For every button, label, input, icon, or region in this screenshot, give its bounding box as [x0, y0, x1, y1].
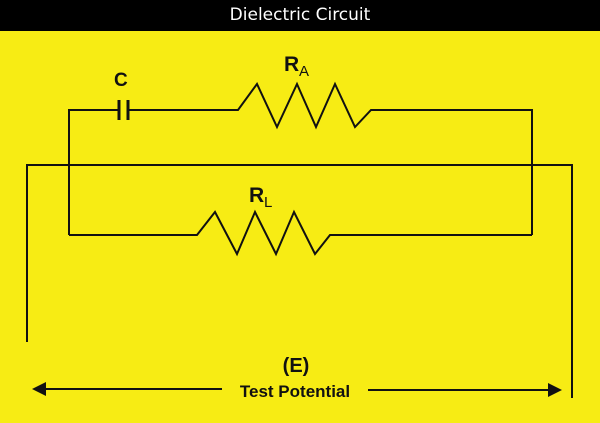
arrow-right-head [548, 383, 562, 397]
arrow-left-head [32, 382, 46, 396]
diagram-title: Dielectric Circuit [0, 0, 600, 31]
resistor-l-zigzag [69, 209, 532, 257]
wire-outer-loop [26, 164, 573, 398]
source-symbol: (E) [283, 355, 310, 377]
source-label: Test Potential [240, 382, 350, 401]
wire-top-branch [68, 109, 118, 235]
capacitor-label: C [114, 70, 128, 91]
resistor-l-subscript: L [264, 194, 272, 211]
resistor-l-label: R [249, 184, 264, 207]
resistor-a-subscript: A [299, 63, 309, 80]
resistor-a-zigzag [129, 81, 533, 235]
resistor-a-label: R [284, 53, 299, 76]
